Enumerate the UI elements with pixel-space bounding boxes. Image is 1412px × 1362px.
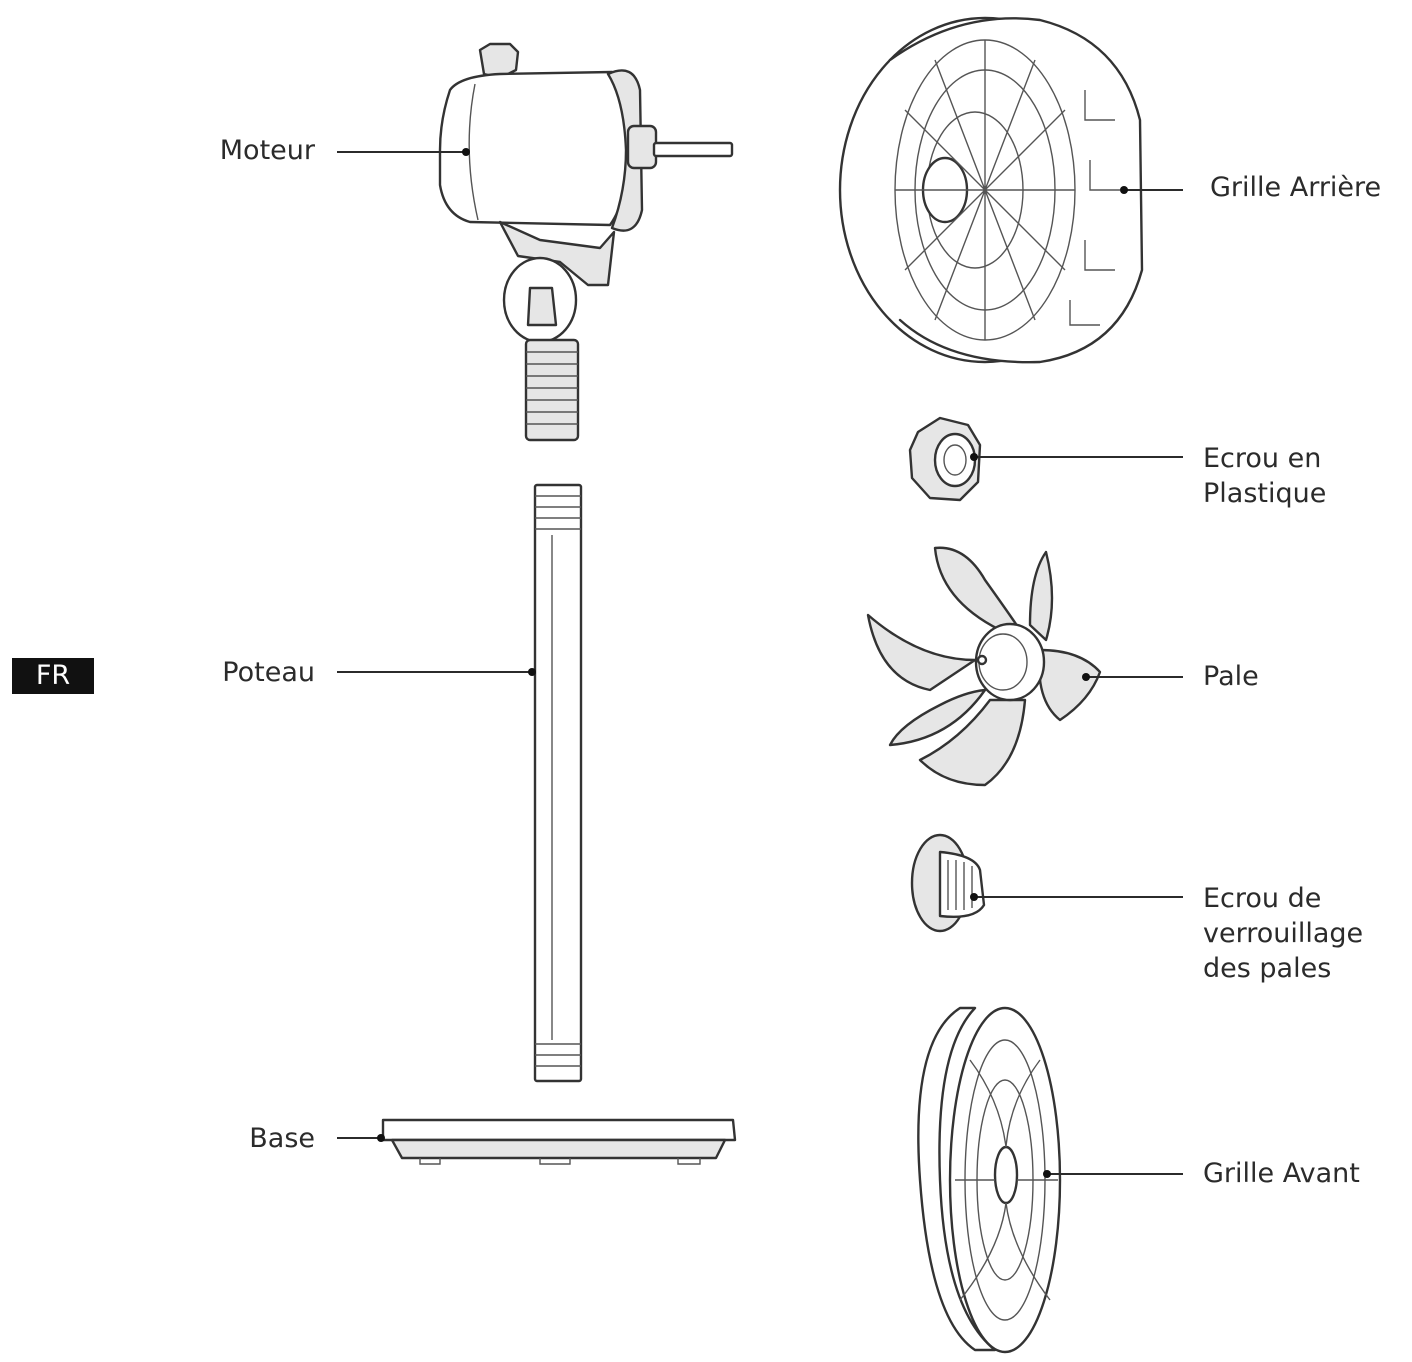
leader-lines (337, 148, 1183, 1178)
rear-grille-part (838, 16, 1144, 364)
blade-part (866, 546, 1102, 787)
label-motor: Moteur (219, 135, 315, 166)
label-pole: Poteau (222, 657, 315, 688)
plastic-nut-part (908, 416, 982, 502)
label-front-grille: Grille Avant (1203, 1158, 1360, 1189)
language-badge: FR (12, 658, 94, 694)
label-base: Base (249, 1123, 315, 1154)
label-blade: Pale (1203, 661, 1259, 692)
label-blade-lock-nut: Ecrou de verrouillage des pales (1203, 883, 1364, 984)
pole-part (533, 483, 583, 1083)
motor-part (438, 42, 734, 442)
base-part (381, 1118, 737, 1165)
label-rear-grille: Grille Arrière (1210, 172, 1382, 203)
blade-lock-nut-part (910, 833, 986, 933)
label-plastic-nut: Ecrou en Plastique (1203, 443, 1327, 509)
front-grille-part (917, 1006, 1062, 1354)
